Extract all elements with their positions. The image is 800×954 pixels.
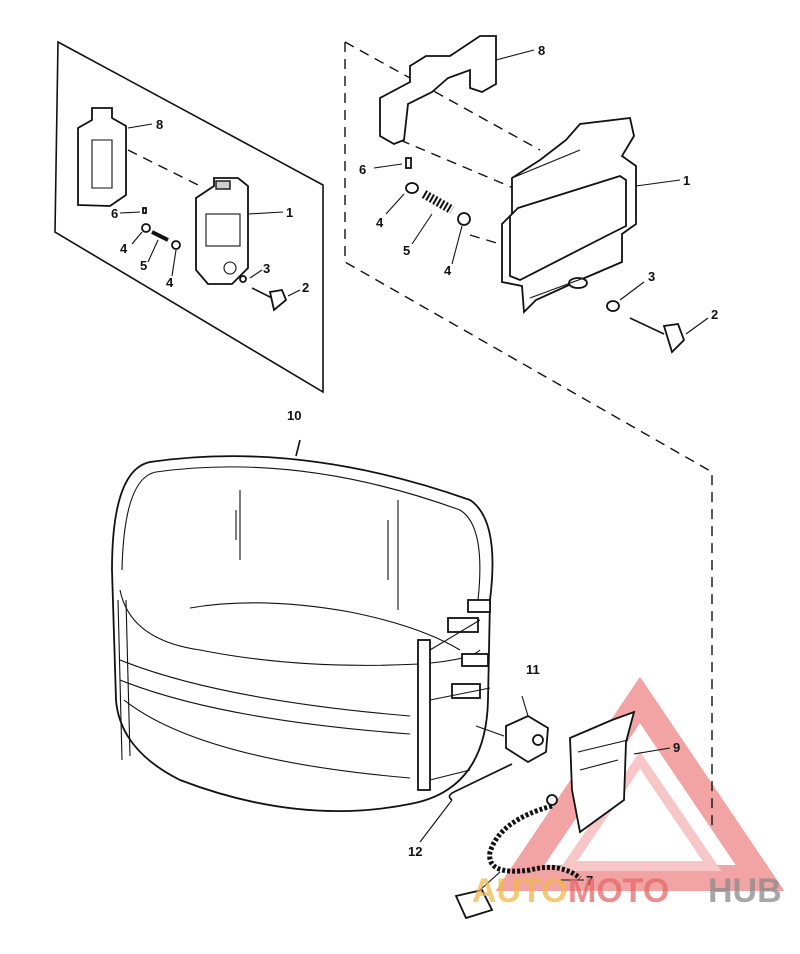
main-callout-4b: 4 <box>444 263 452 278</box>
inset-callout-1: 1 <box>286 205 293 220</box>
main-part-1-cover <box>501 117 637 315</box>
inset-callout-8: 8 <box>156 117 163 132</box>
inset-part-4-washer-b <box>171 240 181 250</box>
watermark-moto: MOTO <box>568 872 669 910</box>
inset-callout-5: 5 <box>140 258 147 273</box>
main-part-5-spring <box>421 190 455 214</box>
main-callout-10: 10 <box>287 408 301 423</box>
watermark-text: AUTO MOTO HUB <box>472 872 782 910</box>
watermark-auto: AUTO <box>472 872 568 910</box>
main-exploded-view: 8 6 1 4 5 4 3 2 <box>111 35 718 920</box>
main-callout-9: 9 <box>673 740 680 755</box>
watermark-logo <box>495 676 785 891</box>
main-callout-8: 8 <box>538 43 545 58</box>
main-callout-12: 12 <box>408 844 422 859</box>
inset-callout-6: 6 <box>111 206 118 221</box>
main-callout-3: 3 <box>648 269 655 284</box>
main-part-3-washer <box>606 300 620 312</box>
main-part-4-washer-a <box>405 182 419 194</box>
inset-part-1-plate <box>195 177 249 285</box>
inset-callout-4a: 4 <box>120 241 128 256</box>
watermark-hub: HUB <box>708 872 782 910</box>
main-callout-4a: 4 <box>376 215 384 230</box>
main-part-4-washer-b <box>457 212 471 226</box>
inset-callout-4b: 4 <box>166 275 174 290</box>
main-part-9-pouch <box>569 710 671 834</box>
inset-frame <box>54 40 324 394</box>
main-callout-5: 5 <box>403 243 410 258</box>
main-callout-1: 1 <box>683 173 690 188</box>
assembly-outline <box>344 42 713 830</box>
main-part-8-bracket <box>379 35 497 145</box>
inset-part-4-washer-a <box>141 223 151 233</box>
inset-callout-3: 3 <box>263 261 270 276</box>
inset-panel: 8 1 6 4 5 4 3 2 <box>54 40 324 394</box>
inset-part-2-key <box>251 287 288 312</box>
main-part-2-key <box>629 317 686 354</box>
main-part-6-pin <box>405 157 412 169</box>
inset-part-5-spring <box>151 230 169 242</box>
main-callout-2: 2 <box>711 307 718 322</box>
main-callout-7: 7 <box>586 873 593 888</box>
inset-part-3-washer <box>239 275 247 283</box>
main-callout-11: 11 <box>526 662 540 677</box>
main-part-12-rod <box>419 763 513 843</box>
main-part-10-cover-band <box>111 439 494 813</box>
inset-callout-2: 2 <box>302 280 309 295</box>
inset-part-8-bracket <box>77 107 127 207</box>
inset-part-6-pin <box>142 207 147 214</box>
main-part-7-cord <box>454 794 584 920</box>
main-callout-6: 6 <box>359 162 366 177</box>
main-part-11-latch <box>475 695 549 764</box>
